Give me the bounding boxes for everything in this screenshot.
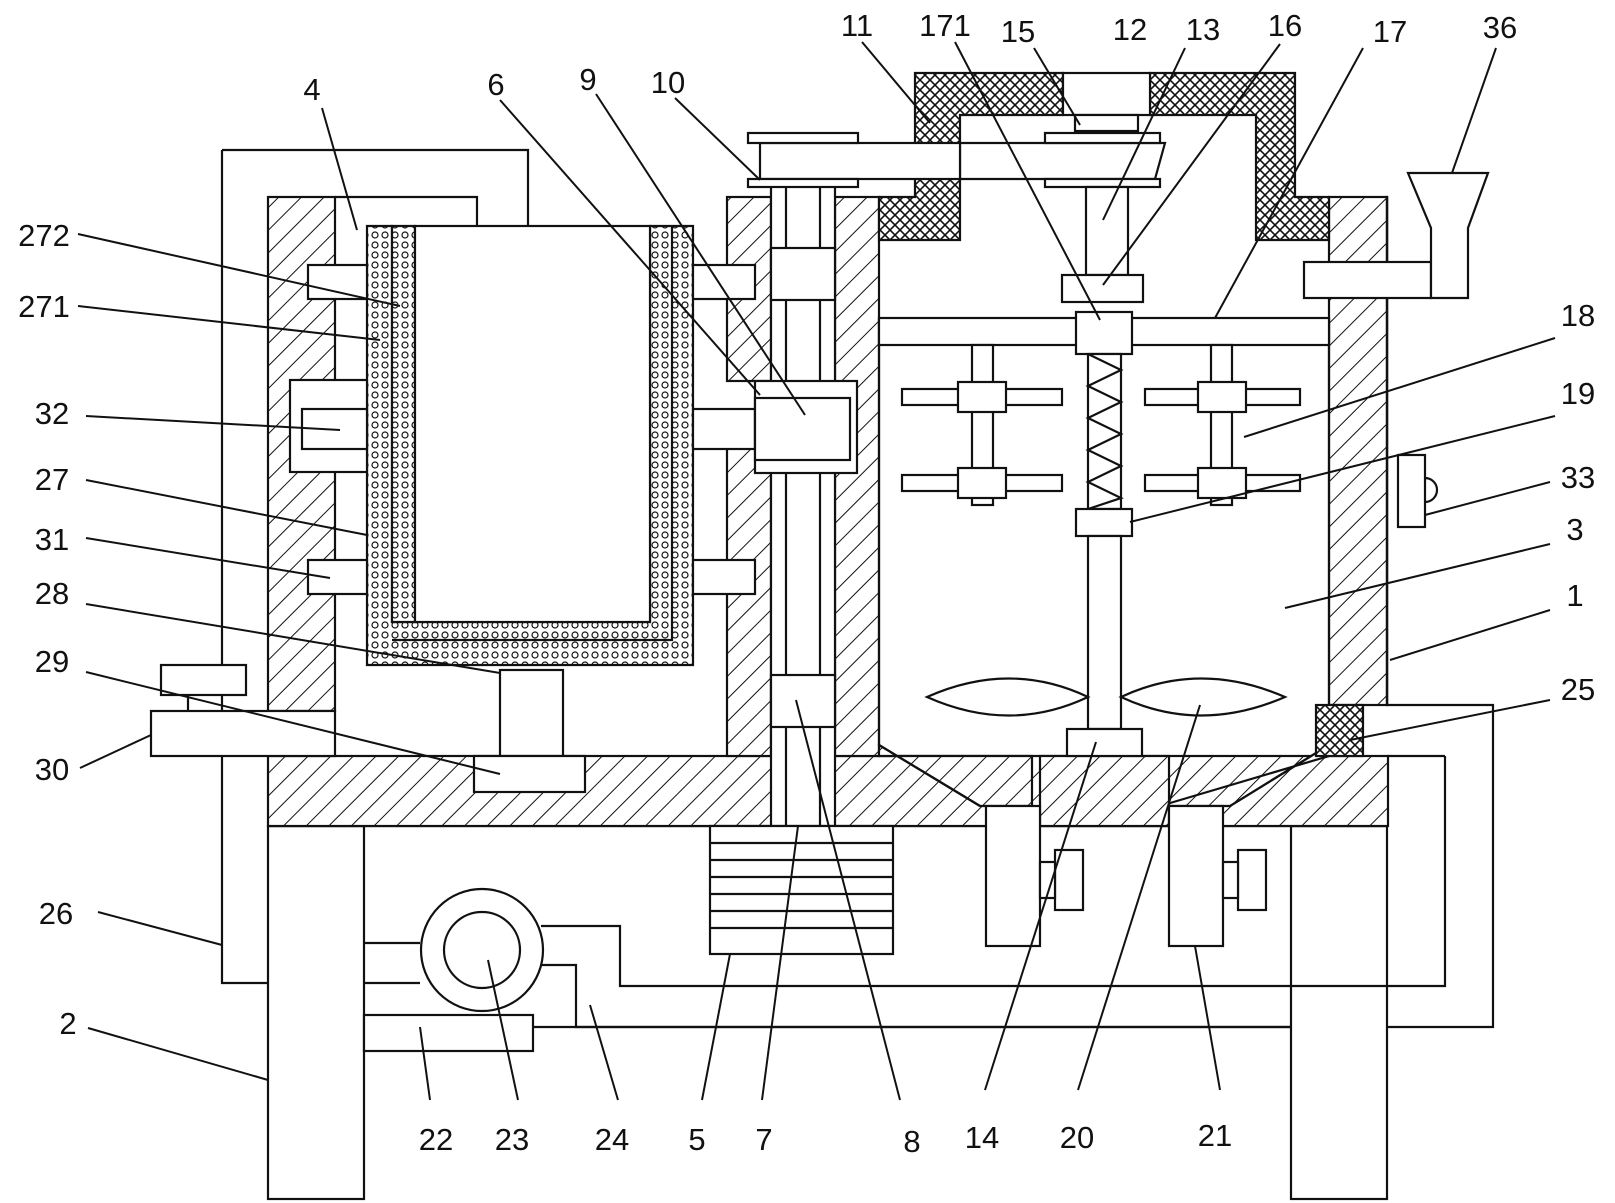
pump <box>362 703 1495 1053</box>
label-11: 11 <box>841 8 873 43</box>
belt-drive <box>746 131 1167 189</box>
label-171: 171 <box>919 8 971 43</box>
label-25: 25 <box>1561 672 1595 707</box>
label-272: 272 <box>18 218 70 253</box>
label-3: 3 <box>1566 512 1583 547</box>
label-32: 32 <box>35 396 69 431</box>
label-28: 28 <box>35 576 69 611</box>
motor-shaft <box>877 185 1331 356</box>
center-shaft <box>753 181 859 828</box>
leg-left <box>266 824 366 1201</box>
label-18: 18 <box>1561 298 1595 333</box>
label-4: 4 <box>303 72 320 107</box>
stirrers <box>900 343 1302 507</box>
leg-right <box>1289 824 1389 1201</box>
label-27: 27 <box>35 462 69 497</box>
label-1: 1 <box>1566 578 1583 613</box>
label-20: 20 <box>1060 1120 1094 1155</box>
label-13: 13 <box>1186 12 1220 47</box>
label-23: 23 <box>495 1122 529 1157</box>
label-21: 21 <box>1198 1118 1232 1153</box>
label-8: 8 <box>903 1124 920 1159</box>
label-15: 15 <box>1001 14 1035 49</box>
top-cover <box>877 71 1331 242</box>
inner-vessel <box>365 224 695 667</box>
label-24: 24 <box>595 1122 629 1157</box>
label-33: 33 <box>1561 460 1595 495</box>
label-16: 16 <box>1268 8 1302 43</box>
lower-shaft <box>924 534 1288 758</box>
label-271: 271 <box>18 289 70 324</box>
label-36: 36 <box>1483 10 1517 45</box>
gearbox <box>708 824 895 956</box>
label-26: 26 <box>39 896 73 931</box>
label-31: 31 <box>35 522 69 557</box>
label-14: 14 <box>965 1120 999 1155</box>
label-9: 9 <box>579 62 596 97</box>
part-labels: 1 2 3 4 5 6 7 8 9 10 11 12 13 14 15 16 1… <box>18 8 1595 1159</box>
label-29: 29 <box>35 644 69 679</box>
label-22: 22 <box>419 1122 453 1157</box>
feed-hopper <box>1302 171 1490 300</box>
label-12: 12 <box>1113 12 1147 47</box>
label-17: 17 <box>1373 14 1407 49</box>
bottom-valves <box>984 804 1268 948</box>
leader-lines <box>77 41 1556 1101</box>
spring <box>1074 352 1134 538</box>
label-5: 5 <box>688 1122 705 1157</box>
label-6: 6 <box>487 67 504 102</box>
label-30: 30 <box>35 752 69 787</box>
label-19: 19 <box>1561 376 1595 411</box>
label-7: 7 <box>755 1122 772 1157</box>
label-2: 2 <box>59 1006 76 1041</box>
label-10: 10 <box>651 65 685 100</box>
heaters <box>288 263 757 596</box>
